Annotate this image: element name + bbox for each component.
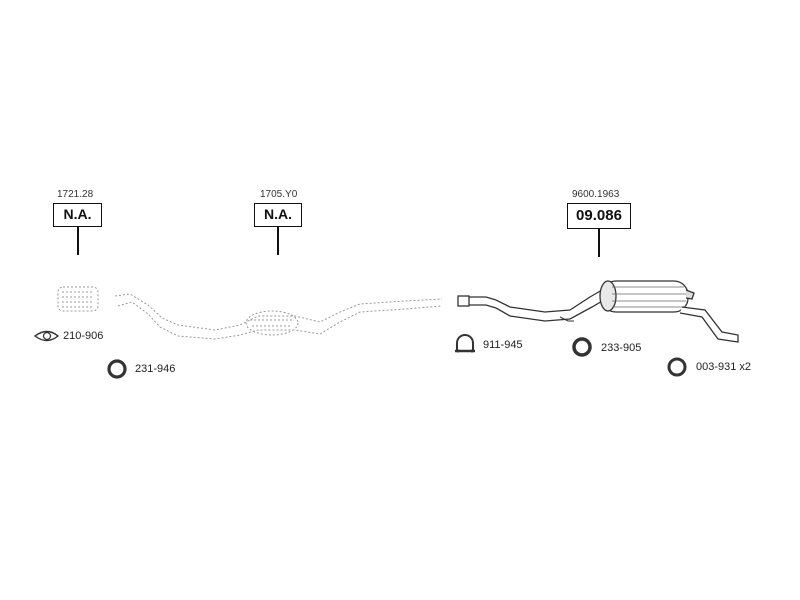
middle-pipe-part	[114, 293, 443, 340]
component-code-box-1[interactable]: N.A.	[53, 203, 102, 227]
callout-line-3	[598, 229, 600, 257]
rear-silencer-part	[457, 280, 739, 343]
ring-icon	[107, 359, 127, 379]
gasket-icon	[33, 330, 60, 342]
callout-line-1	[77, 227, 79, 255]
part-label-231-946[interactable]: 231-946	[135, 363, 176, 375]
component-ref-1: 1721.28	[57, 189, 94, 200]
flex-pipe-part	[57, 286, 99, 312]
part-label-233-905[interactable]: 233-905	[601, 342, 642, 354]
part-label-210-906[interactable]: 210-906	[63, 330, 104, 342]
component-ref-2: 1705.Y0	[260, 189, 298, 200]
component-ref-3: 9600.1963	[572, 189, 620, 200]
callout-line-2	[277, 227, 279, 255]
ring-icon	[572, 337, 592, 357]
part-label-911-945[interactable]: 911-945	[483, 339, 523, 351]
component-code-box-2[interactable]: N.A.	[254, 203, 302, 227]
clamp-icon	[455, 334, 475, 353]
ring-icon	[667, 357, 687, 377]
part-label-003-931[interactable]: 003-931 x2	[696, 361, 752, 373]
component-code-box-3[interactable]: 09.086	[567, 203, 631, 229]
